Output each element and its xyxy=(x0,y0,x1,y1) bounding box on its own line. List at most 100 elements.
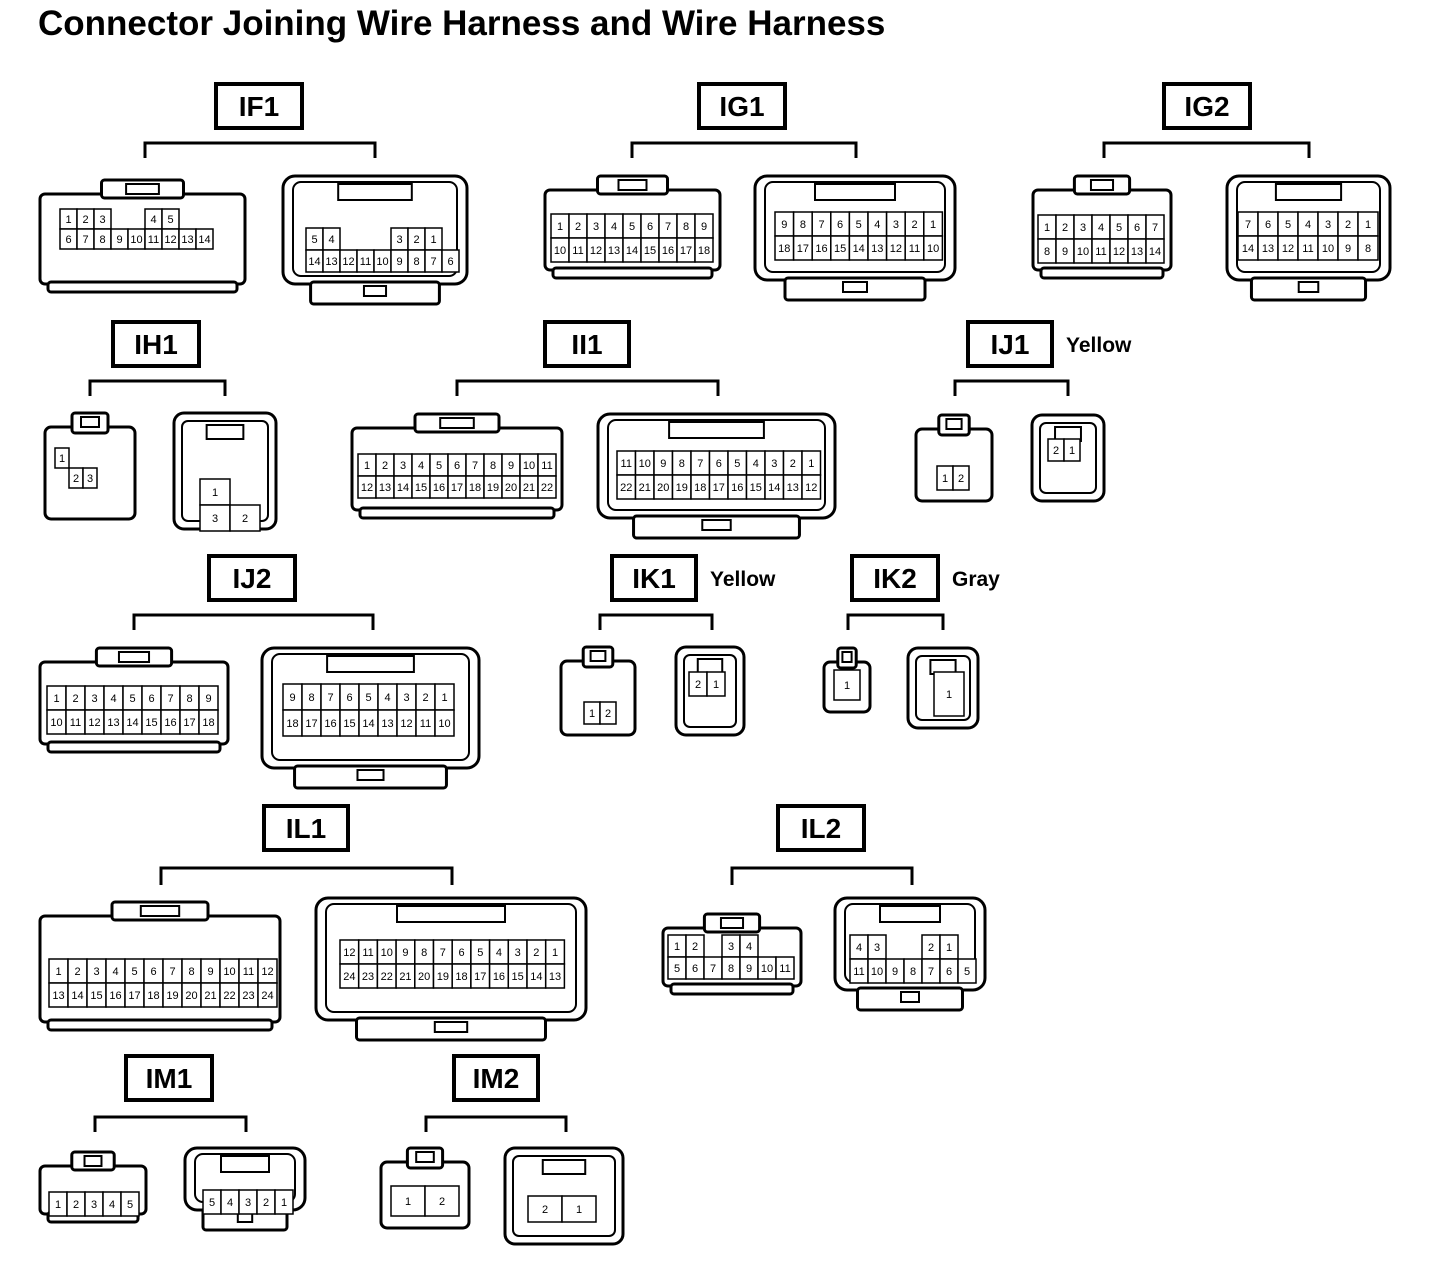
pin-number: 22 xyxy=(381,971,393,983)
pin-number: 17 xyxy=(474,971,486,983)
pin-number: 14 xyxy=(1242,243,1254,255)
connector-label: II1 xyxy=(571,329,602,360)
pin-number: 7 xyxy=(430,256,436,268)
pin-number: 7 xyxy=(327,692,333,704)
pairing-bracket xyxy=(159,866,454,885)
pin-number: 21 xyxy=(399,971,411,983)
pin-number: 17 xyxy=(305,718,317,730)
connector-label: IJ1 xyxy=(991,329,1030,360)
connector-label-box xyxy=(543,320,631,368)
pin-number: 15 xyxy=(750,482,762,494)
pin-number: 8 xyxy=(910,966,916,978)
connector-label-box xyxy=(207,554,297,602)
latch-window xyxy=(668,421,765,439)
pin-number: 17 xyxy=(680,245,692,257)
housing-foot xyxy=(856,986,964,1012)
pin-number: 16 xyxy=(815,243,827,255)
pin-number: 1 xyxy=(1365,219,1371,231)
pin-number: 13 xyxy=(52,990,64,1002)
connector-label: IF1 xyxy=(239,91,279,122)
pin-number: 6 xyxy=(447,256,453,268)
connector-label: IH1 xyxy=(134,329,178,360)
pin-number: 5 xyxy=(129,693,135,705)
pin-number: 13 xyxy=(107,717,119,729)
pin-cell xyxy=(441,249,460,273)
pairing-bracket xyxy=(630,141,858,158)
connector-label-box xyxy=(111,320,201,368)
latch-tab xyxy=(413,412,501,434)
housing-inner xyxy=(915,655,971,721)
pin-number: 21 xyxy=(523,482,535,494)
pin-number: 4 xyxy=(328,234,334,246)
pin-number: 5 xyxy=(1116,222,1122,234)
pin-number: 3 xyxy=(87,473,93,485)
pin-number: 8 xyxy=(490,460,496,472)
pin-number: 4 xyxy=(746,941,752,953)
pin-number: 1 xyxy=(405,1196,411,1208)
pin-number: 21 xyxy=(204,990,216,1002)
pin-cell xyxy=(957,958,977,984)
pin-cell xyxy=(952,465,970,491)
pin-number: 4 xyxy=(112,966,118,978)
pin-number: 10 xyxy=(639,458,651,470)
pin-number: 1 xyxy=(364,460,370,472)
housing-foot xyxy=(293,764,448,790)
pin-number: 17 xyxy=(451,482,463,494)
pin-number: 8 xyxy=(99,234,105,246)
housing-inner xyxy=(764,181,946,273)
pin-number: 1 xyxy=(59,453,65,465)
page-title: Connector Joining Wire Harness and Wire … xyxy=(38,4,886,43)
pin-cell xyxy=(424,1185,460,1217)
latch-tab xyxy=(70,1150,116,1172)
pin-number: 19 xyxy=(487,482,499,494)
pin-number: 1 xyxy=(930,219,936,231)
connector-label: IG2 xyxy=(1184,91,1229,122)
lock-key xyxy=(1297,281,1320,293)
pin-cell xyxy=(195,228,214,250)
pin-cell xyxy=(274,1189,294,1215)
pin-number: 12 xyxy=(400,718,412,730)
pin-cell xyxy=(1145,238,1165,264)
pin-number: 12 xyxy=(890,243,902,255)
pin-number: 8 xyxy=(308,692,314,704)
pin-number: 14 xyxy=(362,718,374,730)
pin-number: 5 xyxy=(477,947,483,959)
latch-window xyxy=(326,655,415,673)
pin-number: 1 xyxy=(1069,445,1075,457)
pin-number: 4 xyxy=(496,947,502,959)
pin-number: 20 xyxy=(657,482,669,494)
pin-number: 4 xyxy=(874,219,880,231)
male-connector: 1 xyxy=(822,646,872,714)
connector-label: IJ2 xyxy=(233,563,272,594)
pin-number: 7 xyxy=(1245,219,1251,231)
pin-number: 14 xyxy=(126,717,138,729)
pin-number: 18 xyxy=(698,245,710,257)
pin-number: 9 xyxy=(660,458,666,470)
connector-label-box xyxy=(850,554,940,602)
latch-tab xyxy=(110,900,210,922)
latch-tab xyxy=(596,174,669,196)
pin-number: 1 xyxy=(552,947,558,959)
pin-number: 5 xyxy=(1285,219,1291,231)
pin-number: 10 xyxy=(381,947,393,959)
pin-number: 5 xyxy=(131,966,137,978)
pin-number: 3 xyxy=(400,460,406,472)
housing-foot xyxy=(355,1016,547,1042)
pin-number: 17 xyxy=(797,243,809,255)
pin-number: 7 xyxy=(1152,222,1158,234)
pin-number: 10 xyxy=(927,243,939,255)
housing-foot xyxy=(309,280,441,306)
pin-number: 3 xyxy=(874,942,880,954)
pin-number: 9 xyxy=(205,693,211,705)
pin-number: 11 xyxy=(909,243,920,255)
housing-inner xyxy=(271,653,470,761)
pin-number: 12 xyxy=(805,482,817,494)
pin-number: 5 xyxy=(436,460,442,472)
pin-number: 2 xyxy=(413,234,419,246)
pin-number: 8 xyxy=(1044,246,1050,258)
pairing-bracket xyxy=(88,379,227,396)
